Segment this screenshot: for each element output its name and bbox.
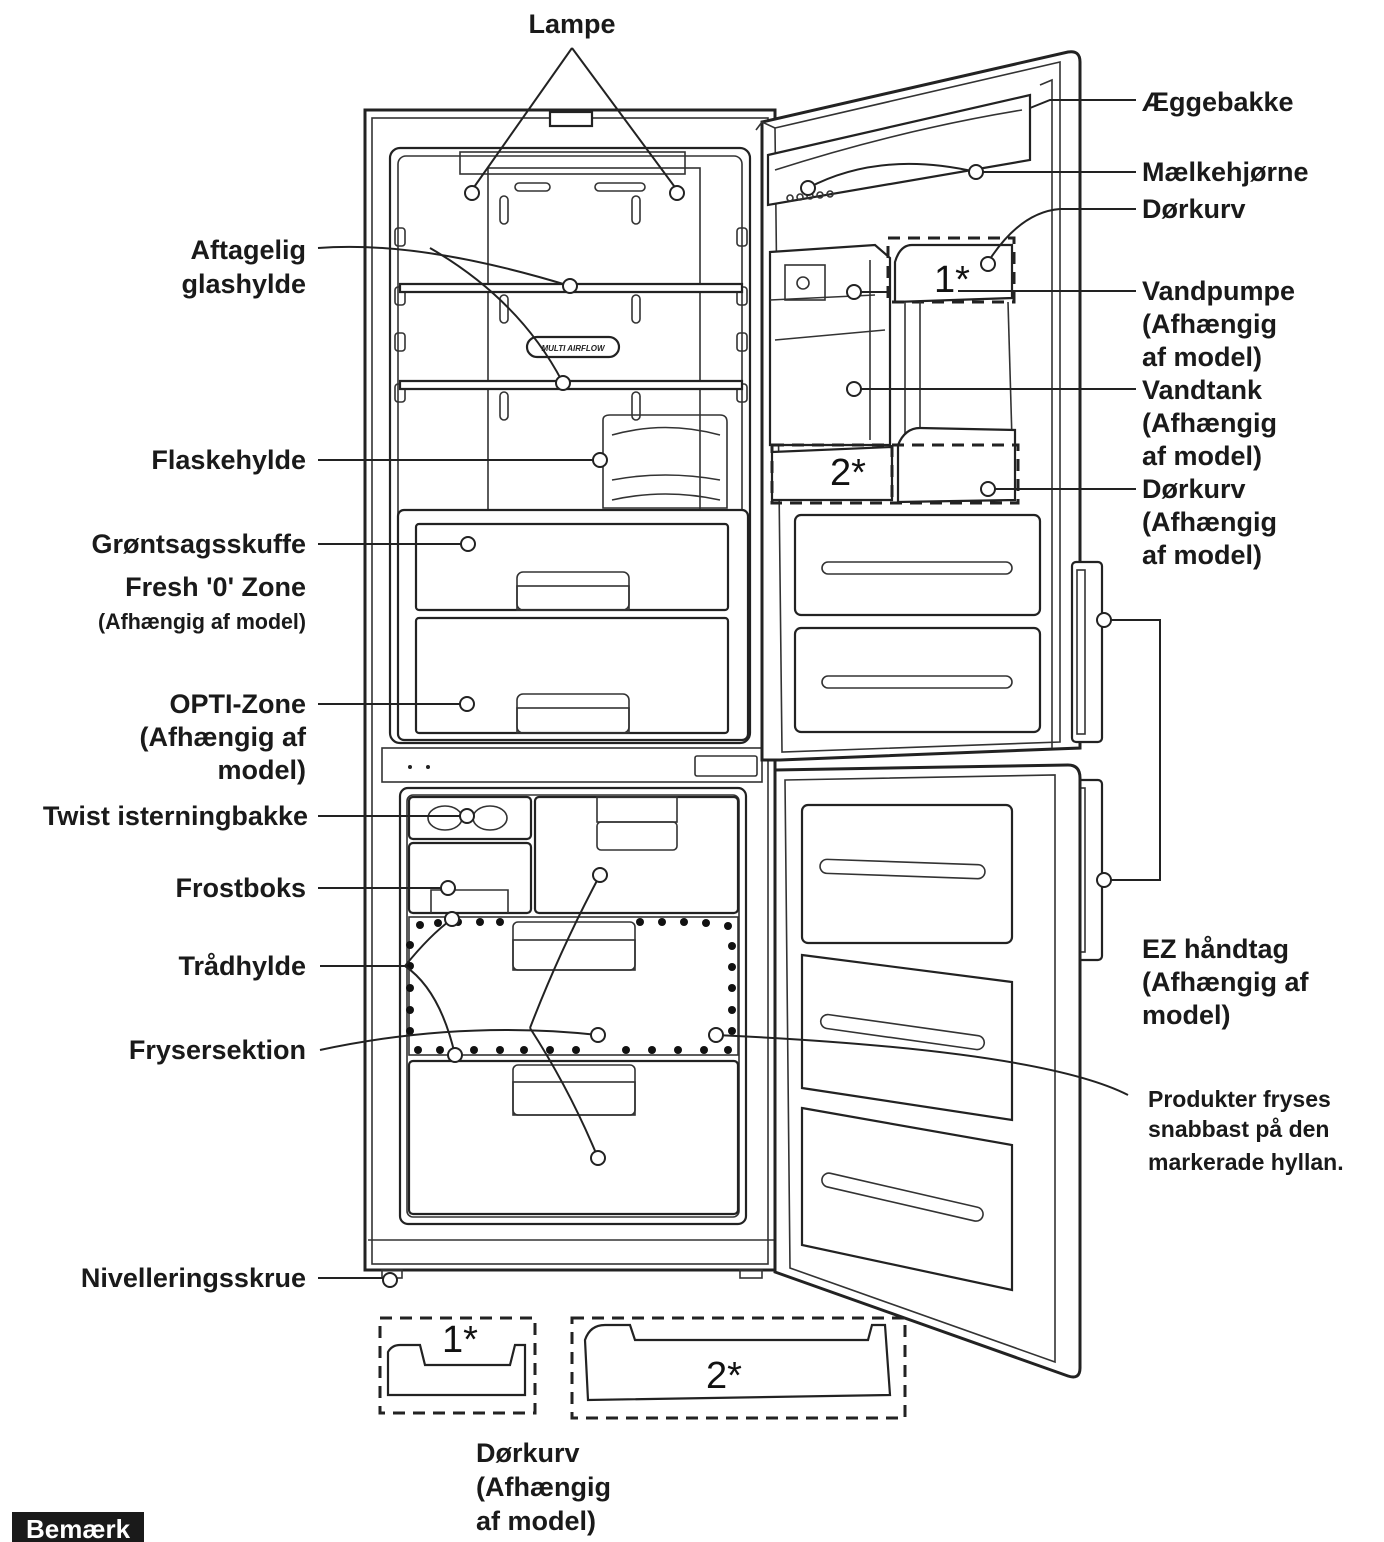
label-ez-handtag: EZ håndtag (Afhængig af model) bbox=[1142, 934, 1309, 1030]
label-frostboks: Frostboks bbox=[175, 873, 306, 903]
label-opti-zone: OPTI-Zone (Afhængig af model) bbox=[140, 689, 307, 785]
label-vandpumpe-line2: (Afhængig bbox=[1142, 309, 1277, 339]
label-ez-handtag-line3: model) bbox=[1142, 1000, 1231, 1030]
label-produkter-line3: markerade hyllan. bbox=[1148, 1149, 1344, 1175]
label-vandpumpe-line3: af model) bbox=[1142, 342, 1262, 372]
label-aeggebakke: Æggebakke bbox=[1142, 87, 1294, 117]
multi-airflow-badge bbox=[525, 335, 621, 359]
multi-airflow-text: MULTI AIRFLOW bbox=[541, 344, 606, 353]
fridge-door bbox=[755, 50, 1082, 762]
label-vandtank-line3: af model) bbox=[1142, 441, 1262, 471]
label-aftagelig-glashylde: Aftagelig glashylde bbox=[181, 235, 306, 299]
label-fresh-zone: Fresh '0' Zone bbox=[125, 572, 306, 602]
label-vandtank-line2: (Afhængig bbox=[1142, 408, 1277, 438]
label-produkter-line1: Produkter fryses bbox=[1148, 1086, 1331, 1112]
label-produkter-fryses: Produkter fryses snabbast på den markera… bbox=[1148, 1086, 1344, 1175]
label-vandpumpe: Vandpumpe (Afhængig af model) bbox=[1142, 276, 1295, 372]
label-opti-zone-line3: model) bbox=[217, 755, 306, 785]
label-twist-isterningbakke: Twist isterningbakke bbox=[43, 801, 308, 831]
marked-shelf-dots bbox=[406, 918, 736, 1054]
label-ez-handtag-line1: EZ håndtag bbox=[1142, 934, 1289, 964]
label-dorkurv-bottom: Dørkurv (Afhængig af model) bbox=[476, 1438, 611, 1536]
mark-2-door: 2* bbox=[830, 452, 866, 494]
label-vandtank-line1: Vandtank bbox=[1142, 375, 1263, 405]
door-basket-2-illustration bbox=[570, 1316, 907, 1420]
label-tradhylde: Trådhylde bbox=[178, 951, 306, 981]
label-produkter-line2: snabbast på den bbox=[1148, 1116, 1329, 1142]
label-frysersektion: Frysersektion bbox=[129, 1035, 306, 1065]
label-dorkurv-bottom-line3: af model) bbox=[476, 1506, 596, 1536]
label-aftagelig-line2: glashylde bbox=[181, 269, 306, 299]
callout-markers bbox=[382, 164, 1112, 1288]
leader-lines bbox=[317, 47, 1161, 1279]
label-opti-zone-line1: OPTI-Zone bbox=[170, 689, 307, 719]
remark-badge: Bemærk bbox=[12, 1512, 145, 1542]
label-ez-handtag-line2: (Afhængig af bbox=[1142, 967, 1309, 997]
label-maelkehjorne: Mælkehjørne bbox=[1142, 157, 1309, 187]
label-dorkurv-mid-line1: Dørkurv bbox=[1142, 474, 1246, 504]
label-nivelleringsskrue: Nivelleringsskrue bbox=[81, 1263, 306, 1293]
label-grontsagsskuffe: Grøntsagsskuffe bbox=[91, 529, 306, 559]
label-opti-zone-line2: (Afhængig af bbox=[140, 722, 307, 752]
label-dorkurv-mid-line3: af model) bbox=[1142, 540, 1262, 570]
label-lampe: Lampe bbox=[528, 9, 615, 39]
label-dorkurv-top: Dørkurv bbox=[1142, 194, 1246, 224]
label-dorkurv-mid-line2: (Afhængig bbox=[1142, 507, 1277, 537]
mark-1-door: 1* bbox=[934, 259, 970, 301]
label-flaskehylde: Flaskehylde bbox=[151, 445, 306, 475]
mark-2-basket: 2* bbox=[706, 1355, 742, 1397]
door-basket-1-illustration bbox=[378, 1316, 537, 1415]
label-dorkurv-bottom-line1: Dørkurv bbox=[476, 1438, 580, 1468]
label-aftagelig-line1: Aftagelig bbox=[190, 235, 306, 265]
label-vandpumpe-line1: Vandpumpe bbox=[1142, 276, 1295, 306]
freezer-door bbox=[773, 763, 1082, 1379]
label-fresh-zone-note: (Afhængig af model) bbox=[98, 609, 306, 634]
label-dorkurv-bottom-line2: (Afhængig bbox=[476, 1472, 611, 1502]
label-vandtank: Vandtank (Afhængig af model) bbox=[1142, 375, 1277, 471]
label-dorkurv-mid: Dørkurv (Afhængig af model) bbox=[1142, 474, 1277, 570]
mark-1-basket: 1* bbox=[442, 1319, 478, 1361]
